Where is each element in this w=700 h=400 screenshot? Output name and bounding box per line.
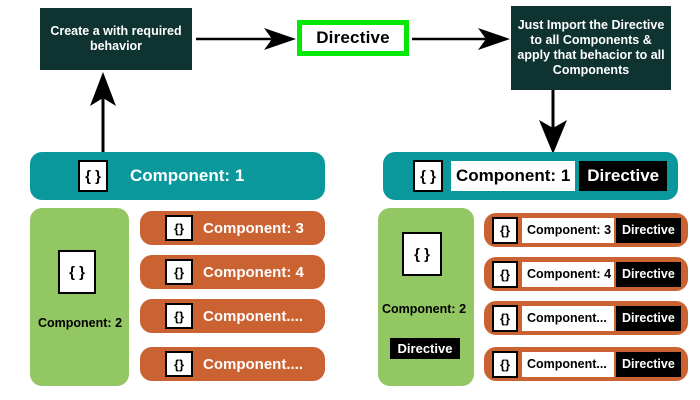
- left-component-row: {} Component: 4: [140, 255, 325, 289]
- right-row-directive-badge: Directive: [616, 217, 681, 243]
- right-row-brace-icon: {}: [492, 260, 518, 288]
- arrow-import-to-components-icon: [539, 90, 567, 154]
- left-row-brace-icon: {}: [165, 215, 193, 241]
- left-row-brace-icon: {}: [165, 259, 193, 285]
- right-component-1-bar: { } Component: 1 Directive: [383, 152, 678, 200]
- left-component-row: {} Component....: [140, 299, 325, 333]
- right-component-row: {} Component: 3 Directive: [484, 213, 688, 247]
- left-component-row: {} Component....: [140, 347, 325, 381]
- left-component-2-label: Component: 2: [38, 316, 123, 330]
- right-component-2-label: Component: 2: [382, 302, 467, 316]
- right-component-row: {} Component: 4 Directive: [484, 257, 688, 291]
- left-component-2-panel: { } Component: 2: [30, 208, 129, 386]
- left-row-label: Component....: [203, 307, 303, 325]
- right-row-label: Component...: [522, 351, 614, 377]
- left-component-1-brace-icon: { }: [78, 160, 108, 192]
- left-component-1-bar: { } Component: 1: [30, 152, 325, 200]
- directive-box: Directive: [297, 20, 409, 56]
- right-row-brace-icon: {}: [492, 304, 518, 332]
- left-row-brace-icon: {}: [165, 303, 193, 329]
- right-component-2-panel: { } Component: 2 Directive: [378, 208, 474, 386]
- left-component-1-label: Component: 1: [130, 166, 245, 185]
- arrow-directive-to-import-icon: [412, 28, 510, 50]
- right-component-1-label: Component: 1: [451, 161, 576, 191]
- arrow-component1-to-create-icon: [90, 72, 116, 160]
- left-row-label: Component: 3: [203, 219, 304, 237]
- right-row-directive-badge: Directive: [616, 261, 681, 287]
- left-component-row: {} Component: 3: [140, 211, 325, 245]
- right-row-brace-icon: {}: [492, 216, 518, 244]
- right-row-label: Component...: [522, 305, 614, 331]
- right-row-directive-badge: Directive: [616, 305, 681, 331]
- right-row-directive-badge: Directive: [616, 351, 681, 377]
- left-row-label: Component....: [203, 355, 303, 373]
- create-directive-label: Create a with required behavior: [50, 23, 182, 53]
- right-row-brace-icon: {}: [492, 350, 518, 378]
- left-row-label: Component: 4: [203, 263, 304, 281]
- right-component-2-directive-badge: Directive: [390, 338, 460, 359]
- right-component-row: {} Component... Directive: [484, 347, 688, 381]
- arrow-create-to-directive-icon: [196, 28, 296, 50]
- right-component-row: {} Component... Directive: [484, 301, 688, 335]
- create-directive-box: Create a with required behavior: [40, 8, 192, 70]
- right-row-label: Component: 4: [522, 261, 614, 287]
- left-row-brace-icon: {}: [165, 351, 193, 377]
- right-component-1-brace-icon: { }: [413, 160, 443, 192]
- right-component-1-directive-badge: Directive: [579, 161, 668, 191]
- import-directive-box: Just Import the Directive to all Compone…: [511, 6, 671, 90]
- left-component-2-brace-icon: { }: [58, 250, 96, 294]
- directive-label: Directive: [316, 28, 390, 47]
- right-row-label: Component: 3: [522, 217, 614, 243]
- import-directive-label: Just Import the Directive to all Compone…: [517, 17, 665, 78]
- right-component-2-brace-icon: { }: [402, 232, 442, 276]
